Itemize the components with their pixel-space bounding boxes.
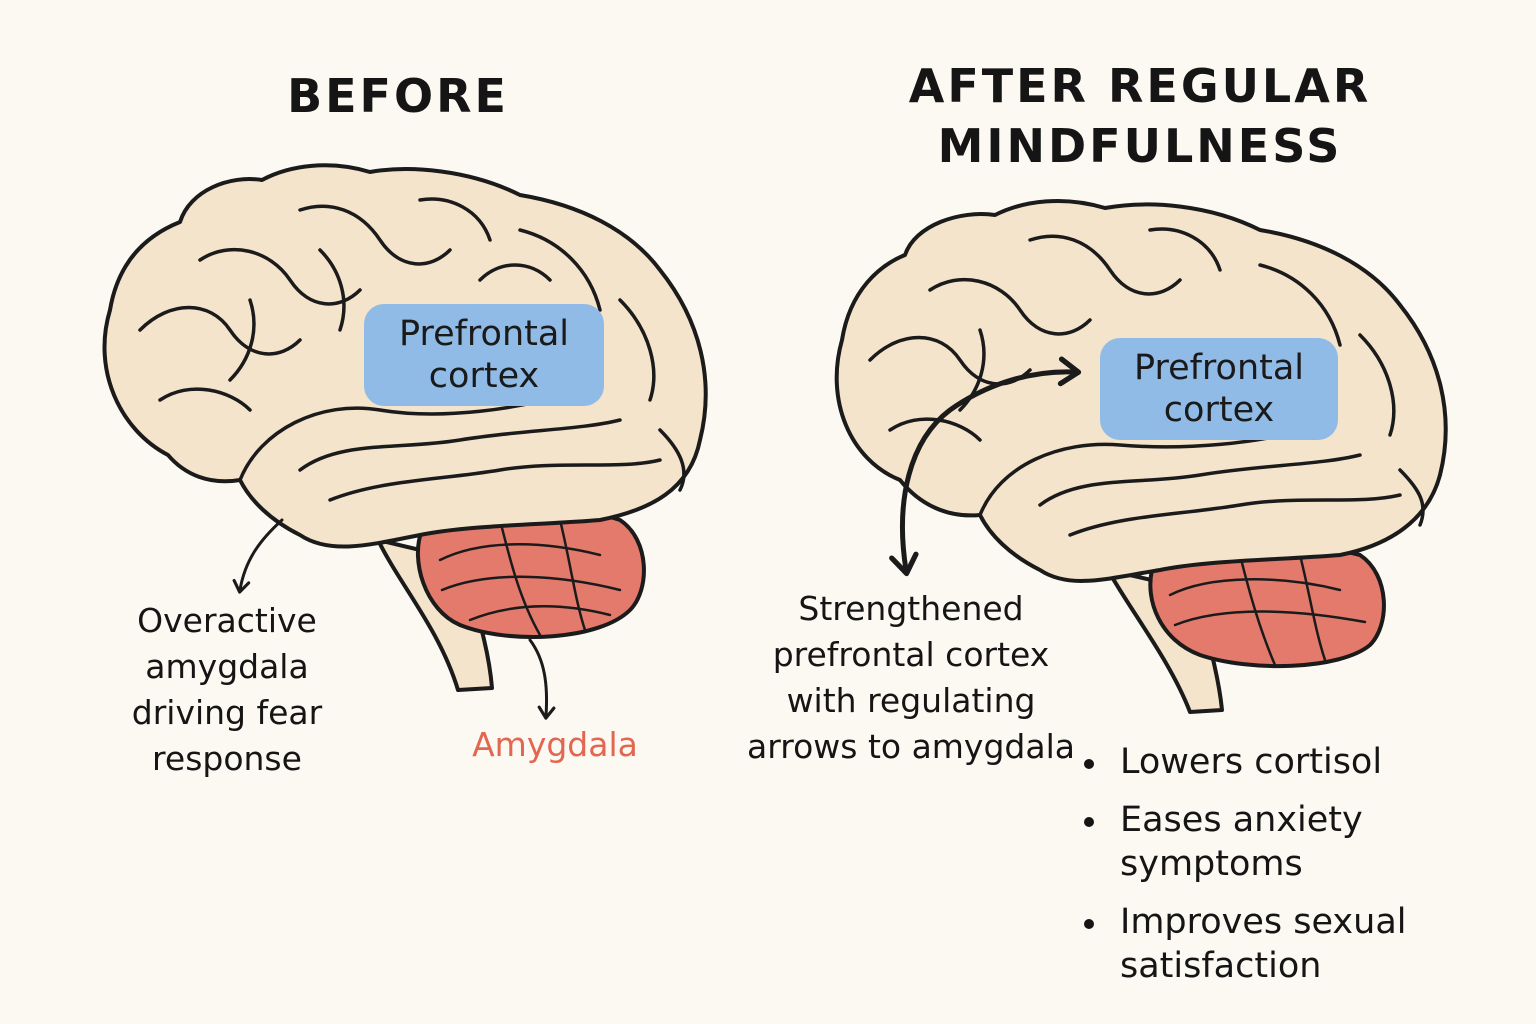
prefrontal-label-line-1: Prefrontal	[398, 314, 570, 354]
prefrontal-label-line-2: cortex	[1163, 390, 1275, 430]
after-title-line-1: AFTER REGULAR	[908, 59, 1372, 113]
overactive-amygdala-label: Overactive amygdala driving fear respons…	[131, 601, 323, 778]
prefrontal-cortex-after: Prefrontal cortex	[1100, 338, 1338, 440]
prefrontal-label-line-2: cortex	[428, 356, 540, 396]
cerebellum-folds-before	[438, 518, 622, 637]
prefrontal-cortex-before: Prefrontal cortex	[364, 304, 604, 406]
regulating-arrow	[889, 356, 1082, 577]
benefit-item: Lowers cortisol	[1084, 740, 1524, 784]
benefit-item: Eases anxiety symptoms	[1084, 798, 1524, 886]
before-title: BEFORE	[287, 69, 509, 123]
arrow-amygdala	[528, 638, 556, 720]
benefits-list: Lowers cortisol Eases anxiety symptoms I…	[1084, 740, 1524, 1002]
arrow-overactive	[232, 518, 284, 594]
amygdala-label: Amygdala	[472, 725, 638, 764]
after-title-line-2: MINDFULNESS	[937, 119, 1343, 173]
benefit-item: Improves sexual satisfaction	[1084, 900, 1524, 988]
after-title: AFTER REGULAR MINDFULNESS	[840, 56, 1440, 176]
prefrontal-label-line-1: Prefrontal	[1133, 348, 1305, 388]
strengthened-prefrontal-label: Strengthened prefrontal cortex with regu…	[747, 589, 1075, 766]
cerebellum-folds-after	[1168, 553, 1367, 667]
